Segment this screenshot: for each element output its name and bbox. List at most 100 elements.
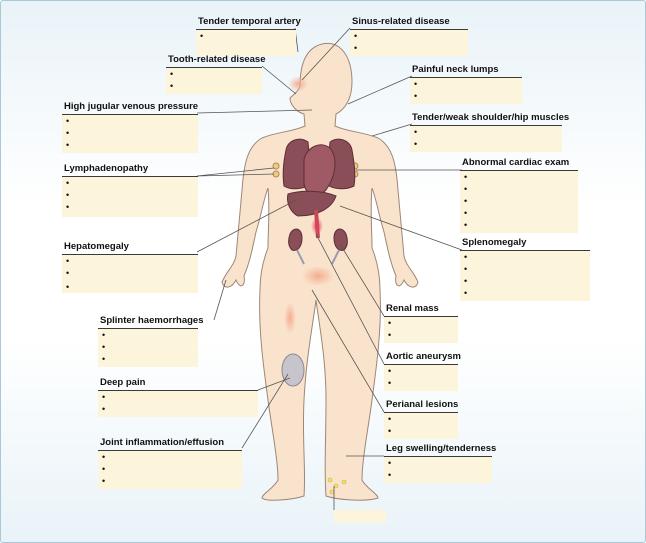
label-title: Tender/weak shoulder/hip muscles (410, 112, 569, 126)
bullet: • (464, 196, 468, 206)
bullet: • (66, 178, 70, 188)
bullet: • (102, 330, 106, 340)
label-sinus-related-disease: Sinus-related disease • • (350, 16, 468, 56)
label-painful-neck-lumps: Painful neck lumps • • (410, 64, 522, 104)
bullet: • (102, 392, 106, 402)
bullet: • (66, 140, 70, 150)
bullet: • (464, 264, 468, 274)
bullet: • (414, 79, 418, 89)
label-panel (334, 510, 386, 523)
aortic-bulge (311, 217, 323, 235)
bullet: • (170, 81, 174, 91)
bullet: • (388, 318, 392, 328)
bullet: • (66, 268, 70, 278)
bullet: • (102, 476, 106, 486)
label-panel: • • • (62, 177, 198, 217)
label-panel: • • • • • (460, 171, 578, 233)
label-panel: • • • (98, 329, 198, 367)
bullet: • (388, 378, 392, 388)
label-title: Hepatomegaly (62, 241, 198, 255)
bullet: • (102, 354, 106, 364)
label-blank-foot (334, 510, 386, 523)
bullet: • (464, 172, 468, 182)
bullet: • (66, 282, 70, 292)
label-title: Tender temporal artery (196, 16, 301, 30)
label-splinter-haemorrhages: Splinter haemorrhages • • • (98, 315, 203, 367)
bullet: • (102, 464, 106, 474)
label-abnormal-cardiac-exam: Abnormal cardiac exam • • • • • (460, 157, 578, 233)
abdomen-area (302, 266, 334, 286)
bullet: • (66, 116, 70, 126)
bullet: • (66, 202, 70, 212)
label-title: Leg swelling/tenderness (384, 443, 496, 457)
label-panel: • • (384, 365, 458, 391)
label-panel: • • (410, 78, 522, 104)
label-panel: • • (384, 413, 458, 439)
bullet: • (464, 276, 468, 286)
label-title: Lymphadenopathy (62, 163, 198, 177)
label-panel: • • (410, 126, 562, 152)
bullet: • (354, 43, 358, 53)
thigh-area (284, 302, 296, 334)
label-tender-temporal-artery: Tender temporal artery • (196, 16, 301, 56)
bullet: • (102, 404, 106, 414)
bullet: • (388, 330, 392, 340)
ureters (296, 249, 340, 265)
bullet: • (464, 288, 468, 298)
label-tender-weak-muscles: Tender/weak shoulder/hip muscles • • (410, 112, 569, 152)
bullet: • (464, 208, 468, 218)
label-panel: • • • (62, 115, 198, 153)
label-hepatomegaly: Hepatomegaly • • • (62, 241, 198, 293)
label-panel: • • (98, 391, 258, 417)
bullet: • (102, 342, 106, 352)
label-lymphadenopathy: Lymphadenopathy • • • (62, 163, 198, 217)
label-panel: • (196, 30, 296, 56)
label-title: Perianal lesions (384, 399, 458, 413)
bullet: • (388, 366, 392, 376)
bullet: • (200, 31, 204, 41)
label-title: Splenomegaly (460, 237, 590, 251)
bullet: • (102, 452, 106, 462)
liver (287, 190, 337, 217)
label-panel: • • (166, 68, 262, 94)
leader-lines (196, 27, 463, 510)
label-title: Tooth-related disease (166, 54, 266, 68)
label-title: Painful neck lumps (410, 64, 522, 78)
label-deep-pain: Deep pain • • (98, 377, 258, 417)
foot-markers (327, 477, 347, 495)
bullet: • (388, 458, 392, 468)
label-panel: • • • • (460, 251, 590, 301)
bullet: • (414, 139, 418, 149)
label-joint-inflammation-effusion: Joint inflammation/effusion • • • (98, 437, 242, 489)
bullet: • (66, 256, 70, 266)
bullet: • (388, 414, 392, 424)
bullet: • (464, 220, 468, 230)
bullet: • (464, 252, 468, 262)
bullet: • (66, 190, 70, 200)
bullet: • (464, 184, 468, 194)
label-aortic-aneurysm: Aortic aneurysm • • (384, 351, 461, 391)
label-panel: • • • (98, 451, 242, 489)
label-panel: • • • (62, 255, 198, 293)
label-splenomegaly: Splenomegaly • • • • (460, 237, 590, 301)
label-high-jugular-venous-pressure: High jugular venous pressure • • • (62, 101, 198, 153)
label-title: High jugular venous pressure (62, 101, 198, 115)
label-title: Renal mass (384, 303, 458, 317)
label-perianal-lesions: Perianal lesions • • (384, 399, 458, 439)
label-title: Splinter haemorrhages (98, 315, 203, 329)
label-panel: • • (384, 457, 492, 483)
label-panel: • • (384, 317, 458, 343)
knee-joint (281, 353, 305, 387)
lungs-heart (282, 138, 356, 196)
bullet: • (354, 31, 358, 41)
label-tooth-related-disease: Tooth-related disease • • (166, 54, 266, 94)
label-leg-swelling-tenderness: Leg swelling/tenderness • • (384, 443, 496, 483)
bullet: • (414, 91, 418, 101)
label-renal-mass: Renal mass • • (384, 303, 458, 343)
bullet: • (414, 127, 418, 137)
bullet: • (388, 426, 392, 436)
bullet: • (170, 69, 174, 79)
kidneys (288, 228, 348, 251)
bullet: • (388, 470, 392, 480)
